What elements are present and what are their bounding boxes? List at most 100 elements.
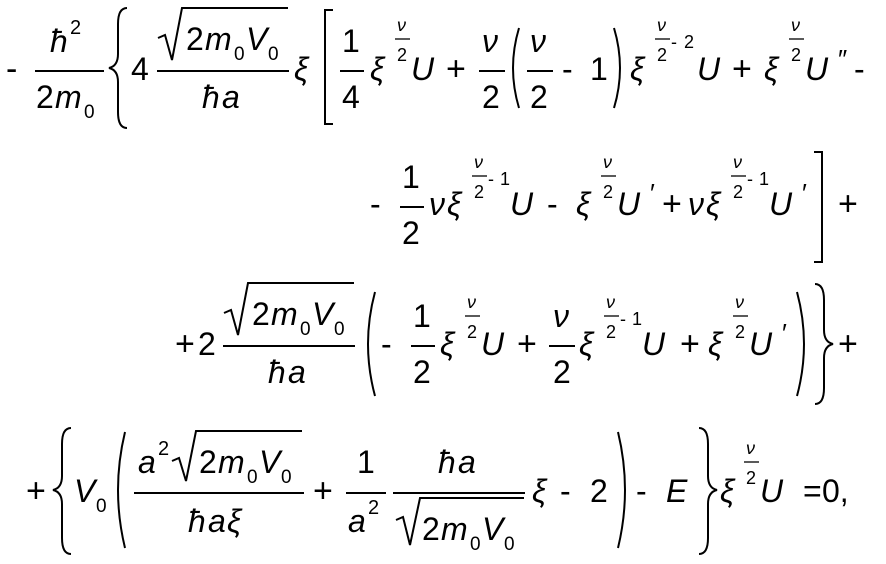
xi-symbol: ξ [532, 473, 548, 509]
number-2: 2 [413, 354, 431, 390]
xi-symbol: ξ [227, 503, 243, 539]
exponent-nu: ν [397, 15, 406, 35]
exponent-2: 2 [158, 438, 169, 460]
length-symbol: a [288, 354, 306, 390]
xi-symbol: ξ [708, 326, 724, 362]
mass-symbol: m [271, 296, 298, 332]
length-symbol: a [348, 503, 366, 539]
right-curly-brace [698, 427, 718, 555]
xi-symbol: ξ [579, 326, 595, 362]
minus-sign: - [636, 473, 647, 509]
number-2: 2 [252, 296, 270, 332]
minus-sign: - [560, 473, 571, 509]
plus-sign: + [517, 325, 537, 363]
exponent-minus: - [747, 169, 753, 189]
exponent-2: 2 [791, 45, 801, 65]
hbar-symbol: ħ [268, 354, 286, 390]
xi-symbol: ξ [294, 51, 310, 87]
number-1: 1 [402, 159, 420, 195]
subscript-0: 0 [268, 44, 279, 65]
potential-symbol: V [259, 444, 283, 480]
exponent-nu: ν [603, 152, 612, 172]
wavefunction-U: U [510, 186, 534, 222]
plus-sign: + [680, 325, 700, 363]
number-1: 1 [342, 23, 360, 59]
wavefunction-U: U [805, 51, 829, 87]
minus-sign: - [370, 186, 381, 222]
plus-sign: + [175, 325, 195, 363]
subscript-0: 0 [84, 102, 95, 123]
exponent-nu: ν [657, 15, 666, 35]
equation-result: 0, [822, 473, 849, 509]
potential-symbol: V [246, 21, 270, 57]
number-2: 2 [590, 473, 608, 509]
prime: ′ [802, 178, 807, 208]
wavefunction-U: U [617, 186, 641, 222]
sqrt-symbol [171, 430, 302, 482]
exponent-2: 2 [606, 322, 616, 342]
number-2: 2 [186, 21, 204, 57]
minus-sign: - [562, 51, 573, 87]
length-symbol: a [458, 444, 476, 480]
exponent-minus: - [620, 309, 626, 329]
right-parenthesis [617, 431, 626, 549]
exponent-2: 2 [467, 322, 477, 342]
length-symbol: a [208, 503, 226, 539]
number-2: 2 [36, 79, 54, 115]
prime: ′ [650, 178, 655, 208]
mass-symbol: m [55, 79, 82, 115]
number-4: 4 [131, 51, 149, 87]
subscript-0: 0 [300, 319, 311, 340]
minus-sign: - [854, 51, 865, 87]
left-parenthesis [367, 291, 376, 397]
equation-line-3: + 2 2 m 0 V 0 ħ a - 1 2 ξ ν 2 U + ν 2 ξ … [175, 282, 858, 405]
mass-symbol: m [205, 21, 232, 57]
right-parenthesis [796, 291, 805, 397]
left-parenthesis [512, 27, 520, 109]
exponent-nu: ν [733, 152, 742, 172]
exponent-2: 2 [657, 45, 667, 65]
mass-symbol: m [441, 511, 468, 547]
potential-symbol: V [482, 511, 506, 547]
minus-sign: - [381, 326, 392, 362]
subscript-0: 0 [334, 319, 345, 340]
number-2: 2 [482, 79, 500, 115]
right-parenthesis [613, 27, 621, 109]
number-2: 2 [198, 326, 216, 362]
exponent-1: 1 [500, 169, 510, 189]
exponent-2: 2 [368, 497, 379, 519]
wavefunction-U: U [760, 473, 784, 509]
exponent-nu: ν [735, 292, 744, 312]
number-2: 2 [199, 444, 217, 480]
exponent-2: 2 [684, 32, 694, 52]
double-prime: ″ [838, 44, 847, 74]
exponent-2: 2 [474, 182, 484, 202]
prime: ′ [782, 318, 787, 348]
plus-sign: + [838, 325, 858, 363]
xi-symbol: ξ [630, 51, 646, 87]
subscript-0: 0 [234, 44, 245, 65]
xi-symbol: ξ [720, 473, 736, 509]
number-4: 4 [342, 79, 360, 115]
right-curly-brace [814, 283, 834, 405]
subscript-0: 0 [247, 467, 258, 488]
subscript-0: 0 [281, 467, 292, 488]
potential-symbol: V [312, 296, 336, 332]
left-curly-brace [108, 7, 128, 129]
exponent-minus: - [488, 169, 494, 189]
exponent-2: 2 [397, 45, 407, 65]
length-symbol: a [222, 79, 240, 115]
number-1: 1 [413, 298, 431, 334]
xi-symbol: ξ [576, 186, 592, 222]
plus-sign: + [838, 185, 858, 223]
wavefunction-U: U [411, 51, 435, 87]
hbar-symbol: ħ [188, 503, 206, 539]
number-2: 2 [402, 215, 420, 251]
nu-symbol: ν [482, 23, 498, 59]
xi-symbol: ξ [764, 51, 780, 87]
nu-symbol: ν [688, 186, 704, 222]
number-2: 2 [422, 511, 440, 547]
exponent-2: 2 [735, 322, 745, 342]
subscript-0: 0 [504, 534, 515, 555]
